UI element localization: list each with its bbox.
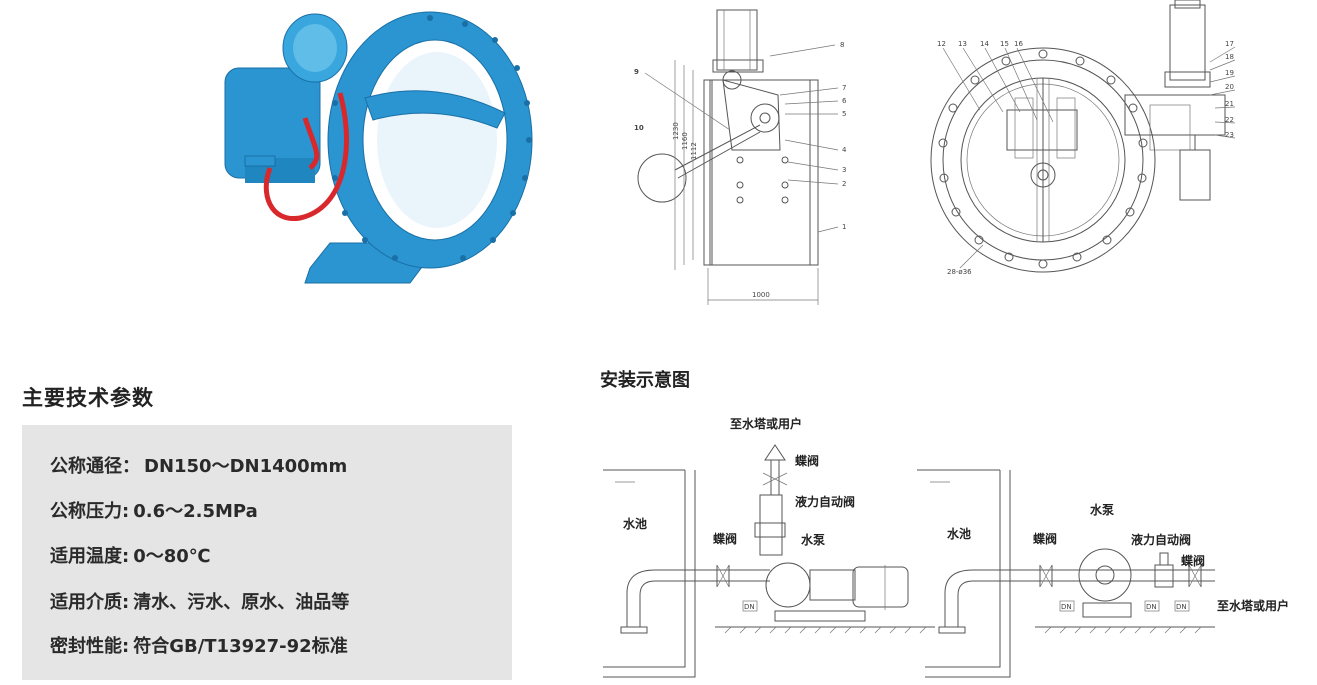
spec-row-temperature: 适用温度:0～80℃ xyxy=(50,542,211,568)
right-dn-a: DN xyxy=(1061,603,1072,611)
callout-18: 18 xyxy=(1225,53,1234,61)
callout-14: 14 xyxy=(980,40,989,48)
spec-value: 清水、污水、原水、油品等 xyxy=(133,592,350,613)
dim-width: 1000 xyxy=(752,291,770,299)
right-butterfly-left: 蝶阀 xyxy=(1033,531,1057,546)
callout-2: 2 xyxy=(842,180,846,188)
spec-key: 适用温度: xyxy=(50,546,130,567)
spec-value: 0.6～2.5MPa xyxy=(133,501,258,522)
callout-3: 3 xyxy=(842,166,846,174)
right-dn-b: DN xyxy=(1146,603,1157,611)
callout-1: 1 xyxy=(842,223,846,231)
callout-13: 13 xyxy=(958,40,967,48)
spec-value: 0～80℃ xyxy=(133,546,211,567)
callout-20: 20 xyxy=(1225,83,1234,91)
left-pool-label: 水池 xyxy=(623,516,647,531)
left-dn-a: DN xyxy=(744,603,755,611)
holes-label: 28-ø36 xyxy=(947,268,972,276)
right-pump: 水泵 xyxy=(1090,502,1114,517)
callout-7: 7 xyxy=(842,84,846,92)
specs-title: 主要技术参数 xyxy=(22,386,154,410)
valve-product-photo xyxy=(224,11,533,284)
install-left: 水池 DN 蝶阀 至水塔或用户 蝶阀 液力自动阀 水泵 xyxy=(603,416,935,678)
left-pump: 水泵 xyxy=(801,532,825,547)
dim-1230: 1230 xyxy=(672,122,680,140)
spec-row-sealing: 密封性能:符合GB/T13927-92标准 xyxy=(50,632,348,658)
left-top-label: 至水塔或用户 xyxy=(730,416,802,431)
callout-19: 19 xyxy=(1225,69,1234,77)
callout-16: 16 xyxy=(1014,40,1023,48)
callout-6: 6 xyxy=(842,97,847,105)
dim-1112: 1112 xyxy=(690,142,698,160)
right-to-tower: 至水塔或用户 xyxy=(1217,598,1289,613)
left-auto-valve: 液力自动阀 xyxy=(795,494,855,509)
right-dn-c: DN xyxy=(1176,603,1187,611)
dim-1160: 1160 xyxy=(681,132,689,150)
callout-22: 22 xyxy=(1225,116,1234,124)
callout-4: 4 xyxy=(842,146,847,154)
callout-21: 21 xyxy=(1225,100,1234,108)
spec-key: 公称压力: xyxy=(50,501,130,522)
callout-5: 5 xyxy=(842,110,846,118)
spec-row-diameter: 公称通径：DN150～DN1400mm xyxy=(50,452,347,478)
valve-side-drawing: 1230 1160 1112 1000 8 7 6 5 4 3 2 1 9 10 xyxy=(634,9,847,305)
install-right: 水池 DN 蝶阀 水泵 DN 液力自动阀 DN 蝶阀 至水塔或用户 xyxy=(917,469,1289,678)
left-butterfly-top: 蝶阀 xyxy=(795,453,819,468)
valve-front-drawing: 12 13 14 15 16 17 18 19 20 21 22 23 28-ø… xyxy=(930,0,1236,276)
callout-9: 9 xyxy=(634,68,639,76)
callout-12: 12 xyxy=(937,40,946,48)
right-auto-valve: 液力自动阀 xyxy=(1131,532,1191,547)
spec-row-medium: 适用介质:清水、污水、原水、油品等 xyxy=(50,588,349,614)
right-pool-label: 水池 xyxy=(947,526,971,541)
callout-8: 8 xyxy=(840,41,844,49)
spec-value: DN150～DN1400mm xyxy=(144,456,348,477)
callout-17: 17 xyxy=(1225,40,1234,48)
callout-23: 23 xyxy=(1225,131,1234,139)
spec-key: 公称通径： xyxy=(50,456,140,477)
spec-key: 密封性能: xyxy=(50,636,130,657)
spec-row-pressure: 公称压力:0.6～2.5MPa xyxy=(50,497,258,523)
specs-panel: 公称通径：DN150～DN1400mm 公称压力:0.6～2.5MPa 适用温度… xyxy=(22,425,512,680)
left-butterfly-left: 蝶阀 xyxy=(713,531,737,546)
install-title: 安装示意图 xyxy=(600,370,690,391)
callout-10: 10 xyxy=(634,124,644,132)
right-butterfly-right: 蝶阀 xyxy=(1181,553,1205,568)
installation-diagram: 水池 DN 蝶阀 至水塔或用户 蝶阀 液力自动阀 水泵 xyxy=(603,416,1289,678)
spec-key: 适用介质: xyxy=(50,592,130,613)
callout-15: 15 xyxy=(1000,40,1009,48)
spec-value: 符合GB/T13927-92标准 xyxy=(133,636,348,657)
